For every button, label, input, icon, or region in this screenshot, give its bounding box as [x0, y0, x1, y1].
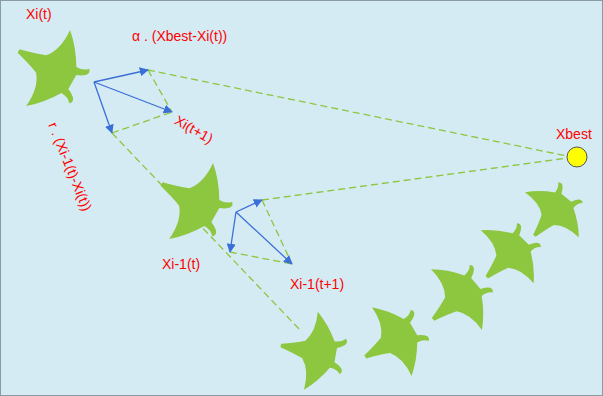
- guide-line: [262, 200, 292, 264]
- formula-label: Xbest: [556, 126, 592, 142]
- guide-line: [230, 252, 292, 264]
- manta-ray: [507, 169, 598, 258]
- best-position-dot: [567, 147, 587, 167]
- manta-ray: [0, 13, 103, 125]
- move-vectors: [94, 70, 292, 264]
- vector-arrow: [94, 70, 148, 82]
- formula-label: Xi-1(t+1): [290, 276, 344, 292]
- formula-label: Xi(t+1): [172, 112, 216, 147]
- manta-ray: [345, 290, 441, 391]
- manta-ray: [274, 306, 351, 395]
- manta-ray: [140, 146, 246, 258]
- guide-line: [112, 112, 172, 133]
- formula-label: Xi(t): [26, 6, 52, 22]
- dashed-guides: [112, 70, 567, 330]
- guide-line: [112, 133, 300, 330]
- formula-label: α . (Xbest-Xi(t)): [132, 28, 227, 44]
- vector-arrow: [236, 212, 292, 264]
- vector-arrow: [230, 212, 236, 252]
- guide-line: [148, 70, 567, 156]
- formula-label: Xi-1(t): [162, 256, 200, 272]
- manta-ray: [408, 247, 508, 349]
- guide-line: [148, 70, 172, 112]
- guide-line: [262, 158, 567, 200]
- formula-label: r . (Xi-1(t)-Xi(t)): [45, 120, 95, 213]
- vector-arrow: [236, 200, 262, 212]
- vector-arrow: [94, 82, 112, 133]
- vector-arrow: [94, 82, 172, 112]
